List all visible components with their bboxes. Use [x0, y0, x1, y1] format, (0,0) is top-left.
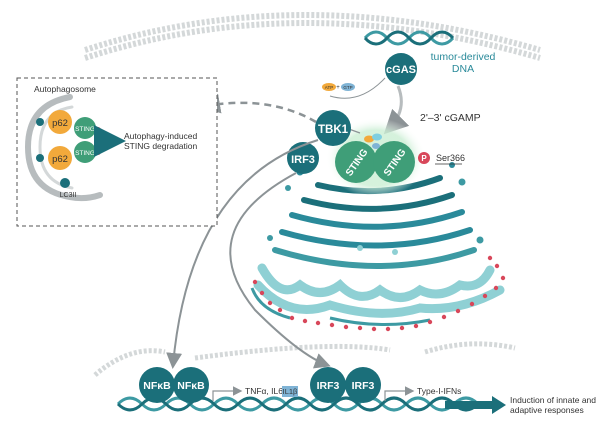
il1b-label: IL1β	[283, 387, 298, 396]
sting-upper	[74, 117, 96, 139]
nfkb-left	[139, 367, 175, 403]
sting-lower-label: STING	[75, 150, 95, 157]
irf3-targets-label: Type-I-IFNs	[417, 386, 461, 396]
irf3-transcription-arrow	[384, 386, 415, 401]
tbk1-to-nfkb-arrow	[166, 139, 319, 369]
autophagosome-panel: Autophagosome p62 STING p62 STING LC3II …	[16, 77, 218, 227]
nfkb-right	[173, 367, 209, 403]
p62-upper	[48, 110, 72, 134]
cgas-label: cGAS	[386, 64, 416, 76]
irf3-dimer-nuclear: IRF3 IRF3 Type-I-IFNs	[310, 367, 461, 403]
gtp-label: GTP	[343, 85, 352, 90]
sting-dimer: STING STING	[335, 133, 415, 183]
nuclear-membrane	[93, 341, 516, 377]
atp-to-cgas-arrow	[329, 77, 386, 99]
lc3-dot	[60, 178, 70, 188]
irf3-nuclear-right	[345, 367, 381, 403]
nfkb-targets-label: TNFα, IL6,	[245, 386, 285, 396]
irf3-nuclear-left	[310, 367, 346, 403]
irf3-mid-label: IRF3	[291, 154, 315, 166]
autophagosome-membrane	[24, 94, 103, 202]
nfkb-left-label: NFκB	[143, 380, 171, 392]
tbk1-kinase: TBK1	[315, 110, 361, 146]
autophagosome-title: Autophagosome	[34, 84, 96, 94]
nfkb-transcription-arrow	[212, 386, 243, 401]
sting-lower	[74, 141, 96, 163]
autophagosome-box	[16, 77, 218, 227]
outcome-line1: Induction of innate and	[510, 395, 596, 405]
phospho-badge	[418, 152, 430, 164]
degradation-line2: STING degradation	[124, 141, 198, 151]
outcome-line2: adaptive responses	[510, 405, 584, 415]
il1b-chip	[282, 386, 298, 397]
p62-lower-label: p62	[52, 154, 68, 165]
cgamp-label: 2'–3' cGAMP	[420, 112, 481, 124]
irf3-cytoplasmic: IRF3	[287, 142, 319, 174]
p62-lower	[48, 146, 72, 170]
dna-label-line2: DNA	[452, 63, 474, 75]
plus-sign: +	[336, 85, 340, 91]
atp-label: ATP	[325, 85, 333, 90]
tumor-dna-helix: tumor-derived DNA	[363, 30, 496, 75]
outcome-arrow-head	[492, 396, 506, 414]
rough-er	[250, 255, 506, 332]
degradation-line1: Autophagy-induced	[124, 131, 198, 141]
irf3-nuclear-left-label: IRF3	[317, 380, 340, 392]
phospho-site: P Ser366	[418, 152, 465, 165]
tbk1-label: TBK1	[318, 124, 349, 136]
outcome: Induction of innate and adaptive respons…	[445, 395, 596, 415]
dna-label-line1: tumor-derived	[431, 51, 496, 63]
lc3-label: LC3II	[60, 192, 77, 199]
irf3-nuclear-right-label: IRF3	[352, 380, 375, 392]
atp-gtp-substrates: ATP + GTP	[322, 77, 386, 99]
ser366-label: Ser366	[436, 153, 465, 163]
golgi-er-stacks	[267, 162, 484, 269]
phospho-symbol: P	[421, 154, 427, 163]
irf3-to-nucleus-arrow	[229, 172, 331, 369]
nfkb-right-label: NFκB	[177, 380, 205, 392]
tbk1-to-autophagy-dashed-arrow	[200, 93, 317, 124]
nfkb-dimer: NFκB NFκB TNFα, IL6, IL1β	[139, 367, 298, 403]
cgamp-bound-a	[364, 135, 374, 143]
p62-upper-label: p62	[52, 118, 68, 129]
cell-membrane	[84, 12, 541, 61]
sting-upper-label: STING	[75, 126, 95, 133]
cgas-enzyme: cGAS	[385, 53, 417, 85]
cgamp-bound-c	[372, 143, 380, 149]
cgamp-bound-b	[372, 133, 382, 141]
nuclear-dna-helix	[116, 396, 480, 412]
